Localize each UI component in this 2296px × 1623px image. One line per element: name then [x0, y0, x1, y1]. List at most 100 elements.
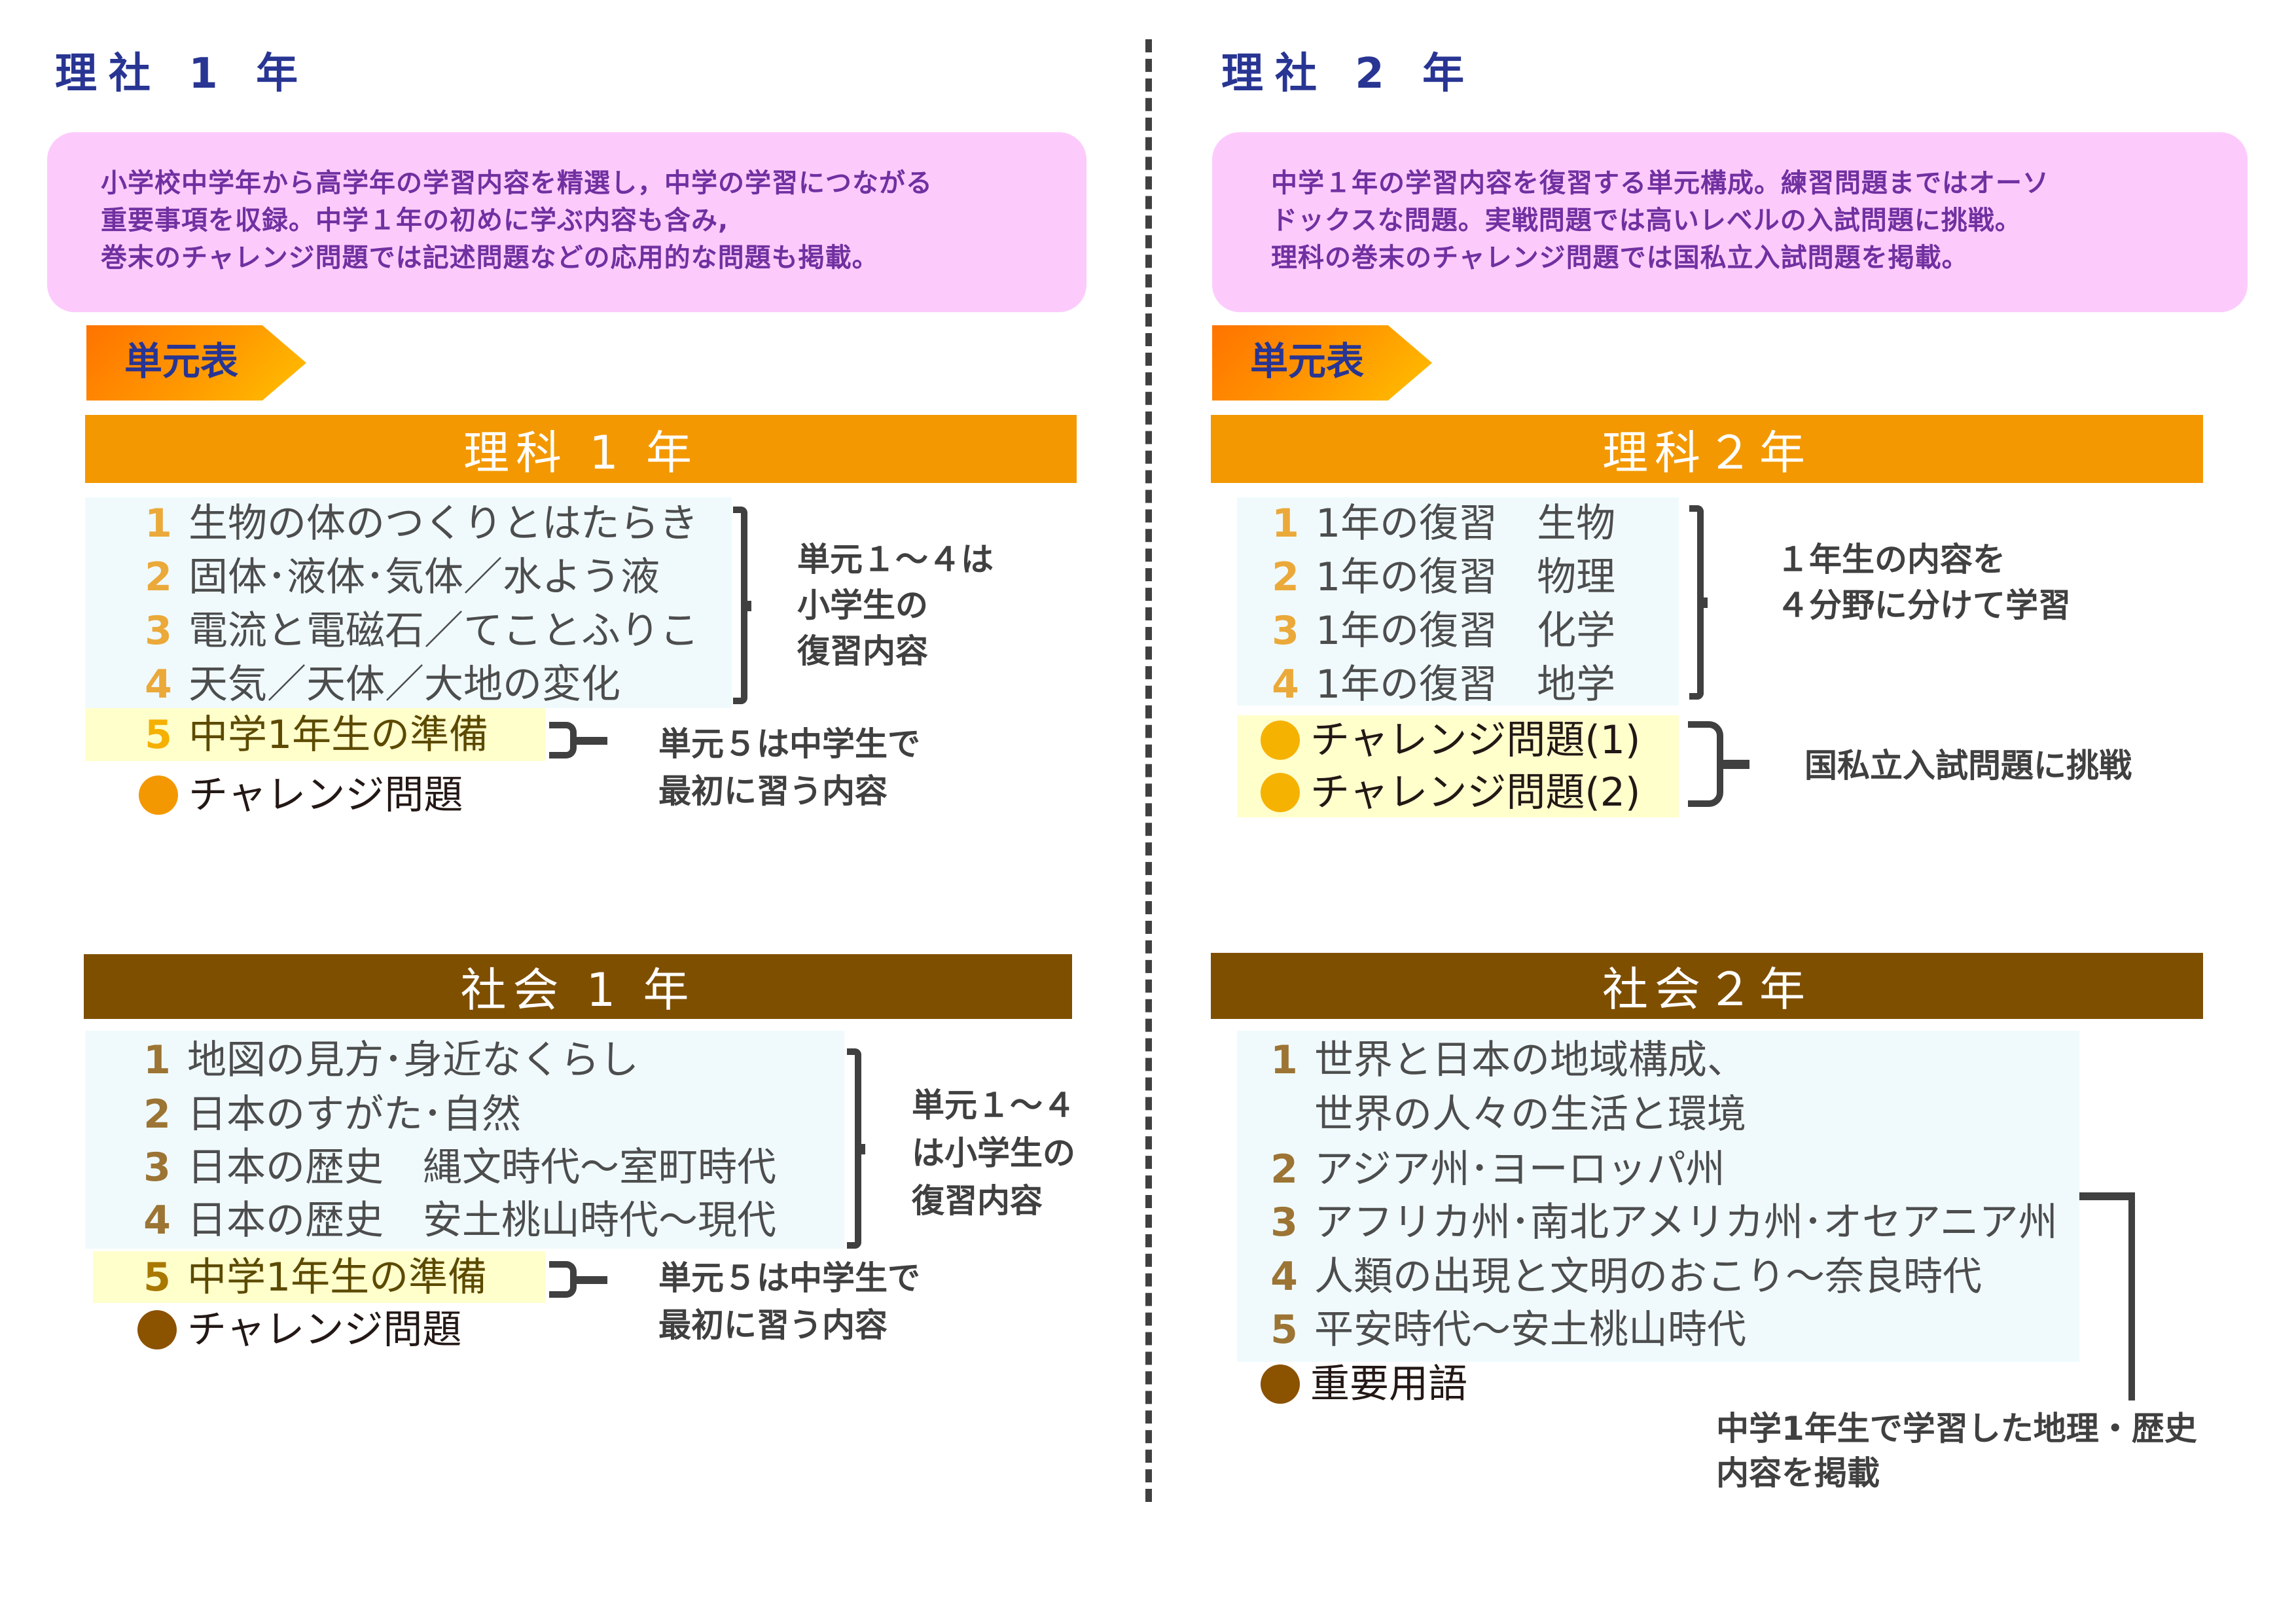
unit-label: 天気／天体／大地の変化 [188, 662, 620, 707]
bracket-tick [1701, 597, 1708, 608]
science-grade2-note-challenge: 国私立入試問題に挑戦 [1804, 747, 2132, 785]
unit-label: アジア州･ヨーロッパ州 [1314, 1147, 1725, 1192]
unit-label: 日本のすがた･自然 [187, 1092, 521, 1137]
left-description-line: 巻末のチャレンジ問題では記述問題などの応用的な問題も掲載。 [101, 243, 879, 273]
bracket-tick [859, 1144, 865, 1154]
science-grade2-header: 理科２年 [1211, 415, 2203, 483]
unit-label: アフリカ州･南北アメリカ州･オセアニア州 [1314, 1200, 2058, 1245]
list-item: 3 日本の歴史 縄文時代～室町時代 [136, 1141, 776, 1194]
science-grade2-note-1-4: ４分野に分けて学習 [1776, 586, 2071, 624]
list-item: 1 地図の見方･身近なくらし [136, 1034, 639, 1086]
unit-label: 世界の人々の生活と環境 [1314, 1092, 1746, 1137]
bullet-icon [139, 776, 178, 815]
unit-number: 4 [1272, 662, 1299, 707]
left-description-line: 重要事項を収録。中学１年の初めに学ぶ内容も含み, [101, 205, 729, 236]
science-grade1-note-1-4: 小学生の [797, 586, 928, 624]
social-grade2-note: 中学1年生で学習した地理・歴史 [1716, 1410, 2197, 1448]
unit-number: 1 [1272, 501, 1299, 546]
science-grade1-list-bg [85, 497, 732, 708]
list-item: 4 日本の歴史 安土桃山時代～現代 [136, 1194, 776, 1247]
unit-label: 1年の復習 地学 [1316, 662, 1616, 707]
list-item: 3 1年の復習 化学 [1265, 605, 1615, 657]
list-item: チャレンジ問題(1) [1259, 714, 1640, 766]
unit-number: 2 [1272, 554, 1299, 600]
science-grade2-bracket-1-4 [1689, 505, 1704, 700]
science-grade1-unit5-highlight [85, 708, 545, 761]
unit-label: 1年の復習 化学 [1316, 608, 1616, 654]
bullet-icon [137, 1310, 177, 1349]
social-grade1-note-5: 最初に習う内容 [658, 1306, 888, 1344]
unit-number: 5 [1270, 1307, 1298, 1353]
social-grade1-note-1-4: は小学生の [912, 1134, 1075, 1172]
science-grade2-note-1-4: １年生の内容を [1776, 541, 2005, 579]
bracket-tick [1720, 760, 1749, 769]
unit-number: 3 [1272, 608, 1299, 654]
unit-table-label: 単元表 [1250, 339, 1365, 383]
social-grade2-header-label: 社会２年 [1602, 963, 1812, 1016]
list-item: 1 生物の体のつくりとはたらき [137, 497, 698, 550]
science-grade2-challenge-highlight [1237, 715, 1679, 817]
list-item: 重要用語 [1259, 1358, 1467, 1410]
social-grade1-note-5: 単元５は中学生で [658, 1259, 920, 1297]
left-description-box: 小学校中学年から高学年の学習内容を精選し，中学の学習につながる 重要事項を収録。… [47, 132, 1086, 312]
science-grade2-challenge-bracket [1688, 721, 1723, 807]
science-grade1-bracket-1-4 [733, 507, 747, 704]
unit-label: チャレンジ問題(1) [1310, 717, 1641, 763]
unit-number: 1 [145, 501, 172, 546]
list-item: 3 アフリカ州･南北アメリカ州･オセアニア州 [1263, 1196, 2058, 1249]
list-item: 4 人類の出現と文明のおこり～奈良時代 [1263, 1251, 1982, 1303]
list-item: 3 電流と電磁石／てことふりこ [137, 605, 699, 657]
bracket-tick [575, 1276, 607, 1284]
science-grade1-note-1-4: 復習内容 [797, 632, 928, 670]
social-grade2-connector-horizontal [2079, 1192, 2135, 1200]
science-grade1-header-label: 理科 1 年 [463, 425, 699, 480]
unit-label: 1年の復習 物理 [1316, 554, 1616, 600]
science-grade2-header-label: 理科２年 [1602, 425, 1812, 480]
unit-label: チャレンジ問題 [188, 772, 463, 818]
unit-number: 1 [1270, 1037, 1298, 1083]
unit-label: 中学1年生の準備 [188, 712, 489, 758]
list-item: 4 天気／天体／大地の変化 [137, 658, 620, 711]
unit-number: 2 [143, 1092, 171, 1137]
list-item: 2 1年の復習 物理 [1265, 551, 1615, 603]
bullet-icon [1261, 721, 1300, 760]
right-description-box: 中学１年の学習内容を復習する単元構成。練習問題まではオーソ ドックスな問題。実戦… [1212, 132, 2248, 312]
unit-number: 4 [1270, 1254, 1298, 1300]
unit-label: 地図の見方･身近なくらし [187, 1037, 639, 1083]
unit-number: 4 [143, 1198, 171, 1243]
unit-label: 重要用語 [1310, 1361, 1467, 1407]
social-grade1-header-label: 社会 1 年 [460, 963, 696, 1017]
unit-label: 人類の出現と文明のおこり～奈良時代 [1314, 1254, 1982, 1300]
left-description-line: 小学校中学年から高学年の学習内容を精選し，中学の学習につながる [101, 168, 933, 198]
science-grade1-bracket-5 [549, 722, 577, 758]
unit-label: 平安時代～安土桃山時代 [1314, 1307, 1746, 1353]
unit-number: 3 [1270, 1200, 1298, 1245]
social-grade1-note-1-4: 復習内容 [912, 1182, 1043, 1220]
social-grade2-header: 社会２年 [1211, 953, 2203, 1019]
list-item: チャレンジ問題 [137, 769, 463, 821]
bullet-icon [1261, 1364, 1300, 1404]
list-item: 4 1年の復習 地学 [1265, 658, 1615, 711]
unit-label: 生物の体のつくりとはたらき [188, 501, 698, 546]
unit-number: 2 [145, 554, 172, 600]
list-item-continuation: 世界の人々の生活と環境 [1263, 1088, 1746, 1141]
social-grade2-connector-vertical [2128, 1192, 2135, 1400]
list-item: チャレンジ問題(2) [1259, 766, 1640, 819]
bullet-icon [1261, 773, 1300, 812]
list-item: 2 日本のすがた･自然 [136, 1088, 521, 1141]
social-grade1-bracket-1-4 [847, 1048, 861, 1249]
column-divider [1145, 39, 1152, 1502]
list-item: チャレンジ問題 [136, 1304, 461, 1356]
bracket-tick [575, 737, 607, 745]
social-grade2-list-bg [1237, 1031, 2079, 1362]
social-grade1-unit5-highlight [93, 1251, 545, 1303]
right-unit-table-tag: 単元表 [1212, 325, 1432, 401]
list-item: 2 固体･液体･気体／水よう液 [137, 551, 660, 603]
unit-number: 5 [143, 1255, 171, 1300]
science-grade1-note-1-4: 単元１～４は [797, 541, 994, 579]
social-grade2-note: 内容を掲載 [1716, 1454, 1880, 1492]
science-grade1-header: 理科 1 年 [85, 415, 1077, 483]
unit-table-label: 単元表 [124, 339, 239, 383]
unit-number: 3 [143, 1145, 171, 1190]
unit-number: 2 [1270, 1147, 1298, 1192]
